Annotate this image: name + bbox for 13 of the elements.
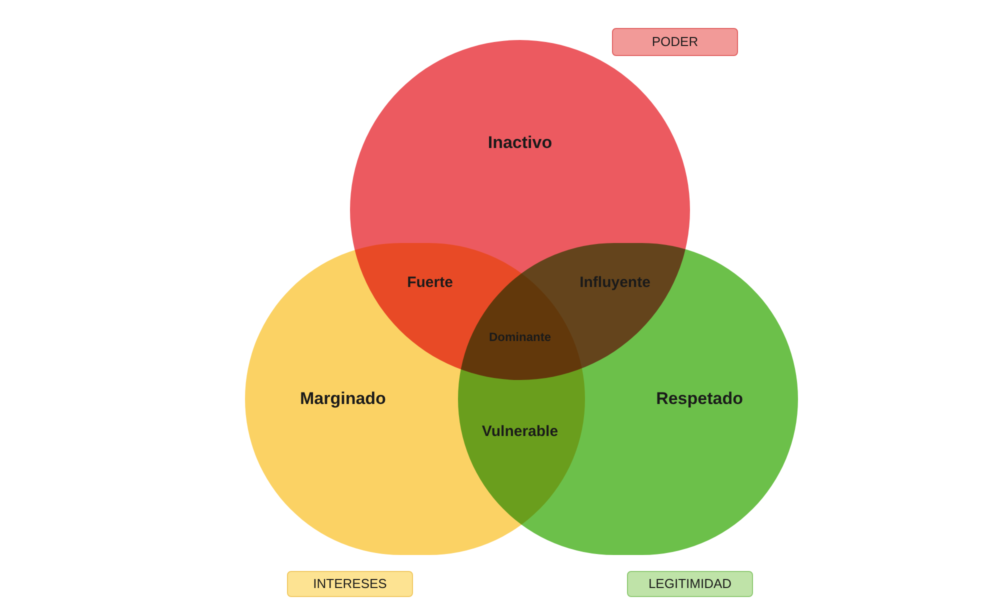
overlap-label: Vulnerable [480,422,560,442]
region-label: LEGITIMIDAD [648,575,732,594]
tag-badge [627,571,753,597]
region-label: PODER [652,33,698,52]
overlap-label: Fuerte [406,273,454,293]
overlap-label: Influyente [578,273,652,293]
region-label: Inactivo [488,132,552,154]
region-label: INTERESES [313,575,387,594]
region-label: Marginado [300,388,386,410]
region-label: Respetado [656,388,743,410]
tag-badge [612,28,738,56]
tag-badge [287,571,413,597]
overlap-label: Dominante [488,329,552,346]
